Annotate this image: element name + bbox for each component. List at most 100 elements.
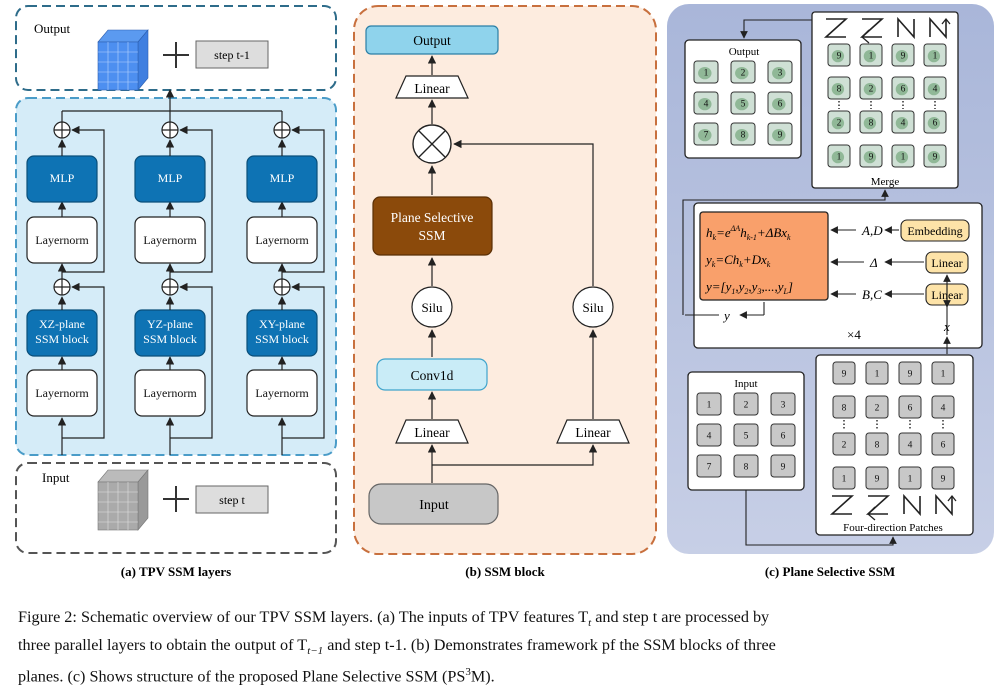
plane-ssm-line2: SSM — [418, 228, 445, 243]
conv1d-label: Conv1d — [411, 368, 454, 383]
bc-label: B,C — [862, 287, 882, 302]
patch-tile-label: 8 — [837, 85, 842, 95]
linear-top — [395, 75, 469, 99]
plus-icon — [163, 486, 189, 512]
output-cube-icon — [97, 29, 149, 91]
add-icon — [53, 278, 71, 296]
merge-label: Merge — [871, 176, 900, 188]
patch-tile: 1 — [859, 43, 883, 67]
patch-tile-label: 2 — [869, 85, 874, 95]
patch-tile-label: 6 — [781, 432, 786, 442]
patch-tile: 5 — [730, 91, 756, 115]
patch-tile: 1 — [891, 144, 915, 168]
patch-tile: 6 — [898, 395, 922, 419]
patch-tile: 2 — [865, 395, 889, 419]
patch-tile-label: 8 — [744, 463, 749, 473]
multiply-icon — [412, 124, 452, 164]
patch-tile: 6 — [923, 110, 947, 134]
patch-tile-label: 4 — [908, 441, 913, 451]
linear-delta-node — [925, 251, 969, 274]
patch-tile: 1 — [931, 361, 955, 385]
equation-y: yk=Chk+Dxk — [704, 252, 771, 269]
patch-tile-label: 9 — [781, 463, 786, 473]
input-grid-label: Input — [734, 378, 757, 390]
ad-label: A,D — [861, 223, 883, 238]
patch-tile-label: 9 — [842, 370, 847, 380]
scan-direction-icons-bottom — [829, 493, 957, 521]
patch-tile-label: 4 — [941, 404, 946, 414]
add-icon — [161, 278, 179, 296]
layernorm-upper-label: Layernorm — [35, 233, 89, 247]
patch-tile: 9 — [767, 122, 793, 146]
patch-tile-label: 7 — [707, 463, 712, 473]
add-icon — [273, 121, 291, 139]
plane-ssm-line1: Plane Selective — [391, 210, 474, 225]
patch-tile-label: 4 — [707, 432, 712, 442]
patch-tile: 9 — [827, 43, 851, 67]
patch-tile: 9 — [931, 466, 955, 490]
layernorm-lower-label: Layernorm — [35, 386, 89, 400]
panel-c-caption: (c) Plane Selective SSM — [765, 564, 895, 579]
patch-tile-label: 1 — [941, 370, 946, 380]
patch-tile-label: 2 — [744, 401, 749, 411]
layernorm-lower-label: Layernorm — [255, 386, 309, 400]
patch-tile-label: 5 — [744, 432, 749, 442]
patch-tile: 1 — [865, 361, 889, 385]
patch-tile: 8 — [832, 395, 856, 419]
input-step-box — [195, 485, 269, 514]
ssm-equations — [699, 211, 829, 301]
embedding-label: Embedding — [907, 224, 962, 238]
patch-tile-label: 6 — [901, 85, 906, 95]
output-node — [365, 25, 499, 55]
add-icon — [53, 121, 71, 139]
patch-tile: 5 — [733, 423, 759, 447]
mlp-label: MLP — [50, 171, 75, 185]
mlp-label: MLP — [158, 171, 183, 185]
patch-tile: 2 — [733, 392, 759, 416]
layernorm-upper-label: Layernorm — [255, 233, 309, 247]
patch-tile: 9 — [923, 144, 947, 168]
patch-tile-label: 1 — [707, 401, 712, 411]
plus-icon — [163, 42, 189, 68]
plane-ssm-line1: YZ-plane — [147, 317, 193, 331]
patch-tile: 3 — [767, 60, 793, 84]
delta-label: Δ — [869, 255, 878, 270]
patch-tile-label: 2 — [837, 119, 842, 129]
patch-tile-label: 1 — [869, 52, 874, 62]
conv1d-node — [376, 358, 488, 391]
caption-line-3: planes. (c) Shows structure of the propo… — [18, 666, 495, 686]
patch-tile-label: 9 — [901, 52, 906, 62]
silu-left — [411, 286, 453, 328]
linear-left-label: Linear — [414, 425, 450, 440]
panel-b: Output Linear Plane Selective SSM Silu C… — [353, 5, 657, 579]
patch-tile-label: 8 — [875, 441, 880, 451]
y-label: y — [722, 308, 730, 323]
patch-tile-label: 1 — [901, 153, 906, 163]
add-icon — [273, 278, 291, 296]
patch-tile: 8 — [827, 76, 851, 100]
patch-tile-label: 9 — [837, 52, 842, 62]
patch-tile: 9 — [865, 466, 889, 490]
patch-tile: 9 — [859, 144, 883, 168]
equation-seq: y=[y1,y2,y3,...,yL] — [704, 279, 793, 296]
patch-tile-label: 6 — [778, 100, 783, 110]
patch-tile-label: 9 — [875, 475, 880, 485]
patch-tile-label: 9 — [778, 131, 783, 141]
panel-b-caption: (b) SSM block — [465, 564, 545, 579]
patch-tile-label: 4 — [901, 119, 906, 129]
patch-tile-label: 1 — [842, 475, 847, 485]
embedding-node — [900, 219, 970, 242]
add-icon — [161, 121, 179, 139]
patch-tile: 4 — [898, 432, 922, 456]
patch-tile: 2 — [832, 432, 856, 456]
plane-ssm-line1: XY-plane — [259, 317, 305, 331]
patch-tile-label: 8 — [869, 119, 874, 129]
patch-tile: 9 — [891, 43, 915, 67]
silu-left-label: Silu — [422, 300, 443, 315]
figure-caption: Figure 2: Schematic overview of our TPV … — [18, 607, 993, 688]
